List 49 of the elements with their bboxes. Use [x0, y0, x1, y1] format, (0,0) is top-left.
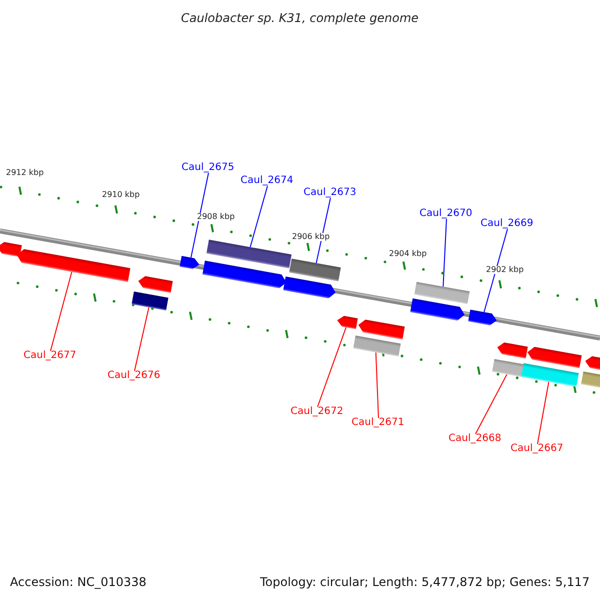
gene-feature [132, 292, 168, 310]
leader-line [442, 218, 447, 288]
leader-line [316, 198, 331, 264]
scale-label: 2904 kbp [389, 250, 427, 258]
gene-label: Caul_2672 [290, 407, 344, 417]
gene-label: Caul_2676 [108, 371, 160, 381]
gene-feature [585, 356, 600, 371]
leader-line [317, 326, 347, 408]
gene-feature [289, 258, 341, 282]
leader-line [250, 186, 268, 248]
scale-label: 2908 kbp [197, 213, 235, 221]
accession-text: Accession: NC_010338 [10, 576, 146, 588]
leader-line [134, 306, 150, 372]
gene-label: Caul_2674 [240, 176, 294, 186]
scale-label: 2902 kbp [486, 266, 524, 274]
gene-label: Caul_2671 [352, 418, 404, 428]
gene-feature [138, 276, 173, 293]
gene-feature [492, 358, 524, 378]
gene-feature [206, 240, 292, 268]
genome-info-text: Topology: circular; Length: 5,477,872 bp; Genes: 5,117 [260, 576, 590, 588]
gene-label: Caul_2675 [182, 163, 234, 173]
gene-feature [410, 298, 465, 321]
gene-feature [283, 276, 336, 298]
gene-label: Caul_2677 [24, 351, 76, 361]
leader-line [190, 172, 209, 258]
gene-feature [414, 282, 470, 304]
gene-feature [468, 310, 497, 326]
gene-label: Caul_2669 [480, 219, 534, 229]
gene-feature [16, 249, 130, 282]
gene-label: Caul_2673 [304, 188, 356, 198]
gene-label: Caul_2668 [448, 434, 502, 444]
scale-label: 2910 kbp [102, 191, 140, 199]
gene-feature [180, 256, 200, 270]
gene-feature [497, 342, 528, 359]
scale-label: 2906 kbp [292, 233, 330, 241]
gene-label: Caul_2670 [420, 209, 472, 219]
leader-line [50, 271, 72, 352]
leader-line [484, 228, 508, 313]
leader-line [537, 381, 550, 444]
gene-label: Caul_2667 [510, 444, 564, 454]
title: Caulobacter sp. K31, complete genome [181, 12, 419, 24]
gene-feature [337, 316, 358, 330]
gene-feature [581, 371, 600, 389]
gene-feature [0, 242, 22, 258]
gene-feature [202, 260, 286, 288]
leader-line [375, 352, 379, 418]
gene-feature [353, 336, 401, 356]
scale-label: 2912 kbp [6, 169, 44, 177]
leader-line [475, 374, 508, 434]
